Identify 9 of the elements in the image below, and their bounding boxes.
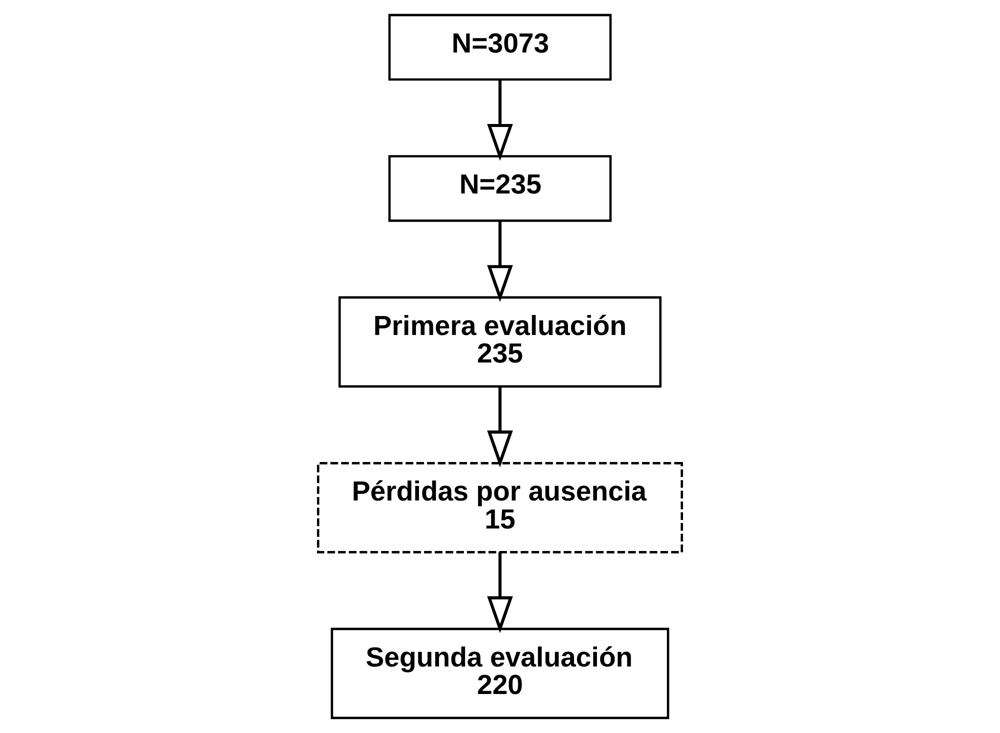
arrow xyxy=(487,221,513,302)
arrow xyxy=(487,386,513,468)
arrow xyxy=(487,552,513,634)
node-box: N=3073 xyxy=(388,14,612,81)
node-box: Segunda evaluación 220 xyxy=(330,628,670,720)
node-box: Primera evaluación 235 xyxy=(338,296,662,388)
arrow xyxy=(487,80,513,161)
node-box: N=235 xyxy=(388,155,612,222)
node-box: Pérdidas por ausencia 15 xyxy=(317,462,683,554)
